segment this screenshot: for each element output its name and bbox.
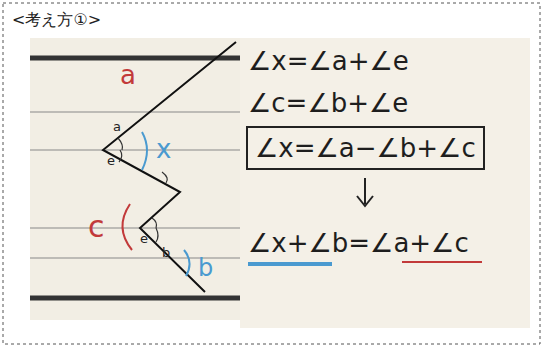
auxiliary-line: [30, 149, 240, 150]
equation: ∠x+∠b=∠a+∠c: [248, 230, 469, 256]
photo-left: [30, 38, 240, 320]
down-arrow: [364, 178, 366, 204]
angle-letter: e: [140, 232, 148, 245]
boxed-equation: ∠x=∠a−∠b+∠c: [246, 126, 485, 170]
angle-letter: a: [113, 120, 121, 133]
angle-letter: e: [107, 154, 115, 167]
dashed-frame: [3, 3, 540, 344]
angle-arc: [162, 172, 167, 183]
angle-letter: c: [88, 212, 105, 242]
angle-bracket: [142, 132, 147, 170]
angle-letter: x: [156, 136, 171, 162]
photo-right: [240, 38, 530, 328]
angle-bracket: [184, 250, 190, 276]
angle-letter: b: [198, 256, 213, 280]
angle-arc: [118, 138, 123, 150]
angle-arc: [119, 150, 122, 162]
angle-bracket: [122, 204, 132, 250]
blue-underline: [248, 262, 332, 266]
zigzag-line: [103, 42, 236, 292]
auxiliary-line: [30, 111, 240, 112]
heading: <考え方①>: [12, 12, 101, 28]
angle-arc: [156, 228, 158, 242]
equation: ∠x=∠a+∠e: [248, 48, 409, 74]
parallel-line: [30, 56, 240, 61]
angle-arc: [152, 218, 157, 228]
angle-letter: a: [120, 62, 136, 88]
equation: ∠c=∠b+∠e: [248, 90, 408, 116]
red-underline: [402, 261, 482, 263]
parallel-line: [30, 296, 240, 301]
equation: ∠x=∠a−∠b+∠c: [255, 135, 476, 161]
angle-letter: b: [162, 246, 170, 259]
down-arrow-head: [357, 196, 373, 206]
auxiliary-line: [30, 227, 240, 228]
